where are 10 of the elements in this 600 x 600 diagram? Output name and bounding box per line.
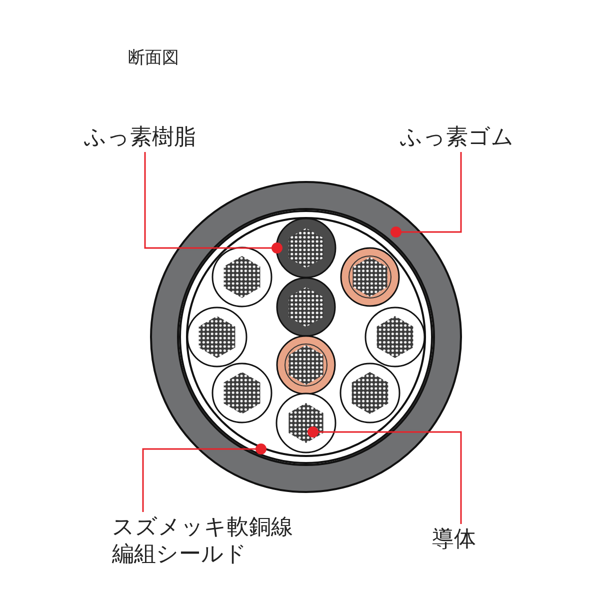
leader-line <box>390 152 462 238</box>
title: 断面図 <box>128 47 179 69</box>
callout-label: 導体 <box>432 526 512 553</box>
callout-label: ふっ素樹脂 <box>84 124 234 151</box>
leader-line <box>144 152 282 254</box>
callout-label: ふっ素ゴム <box>400 124 550 151</box>
conductor <box>288 403 324 443</box>
leader-line <box>308 426 462 524</box>
leader-line <box>142 444 266 512</box>
callout-label: スズメッキ軟銅線編組シールド <box>112 514 302 568</box>
